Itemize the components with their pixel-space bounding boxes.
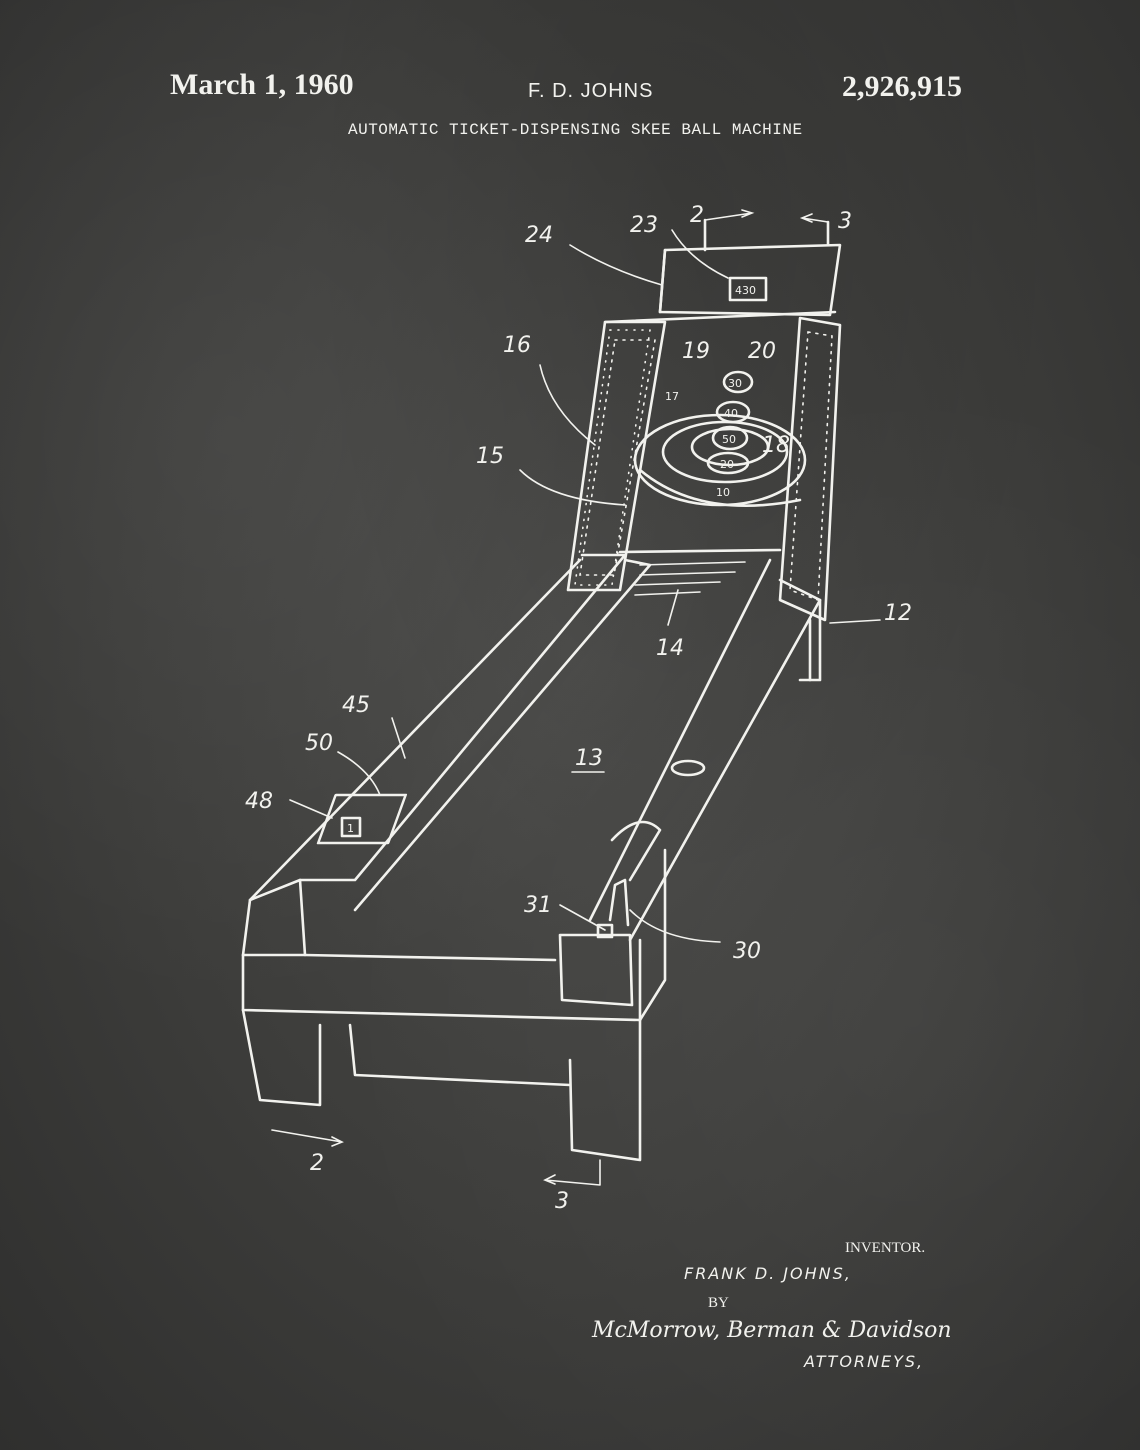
patent-title: AUTOMATIC TICKET-DISPENSING SKEE BALL MA…: [348, 121, 803, 139]
ref-label-50: 50: [305, 731, 333, 756]
ticket-counter-value: 1: [347, 822, 354, 835]
ring-label-50: 50: [722, 433, 736, 446]
ticket-counter: 1: [316, 793, 408, 845]
ref-label-15: 15: [476, 444, 504, 469]
ring-label-10: 10: [716, 486, 730, 499]
ref-label-14: 14: [656, 636, 684, 661]
leader-lines: [271, 209, 881, 1186]
ref-label-12: 12: [884, 601, 912, 626]
ring-label-40: 40: [724, 407, 738, 420]
side-wall-left: [566, 320, 667, 592]
inventor-name: FRANK D. JOHNS,: [684, 1264, 852, 1283]
ref-label-17: 17: [665, 390, 679, 403]
ramp-hump: [618, 548, 782, 596]
ref-label-23: 23: [630, 213, 658, 238]
ref-label-2-top: 2: [690, 203, 704, 228]
side-wall-right: [778, 316, 842, 622]
ref-label-24: 24: [525, 223, 553, 248]
ring-label-20: 20: [720, 458, 734, 471]
lane-body: [248, 553, 822, 942]
ref-label-2-bottom: 2: [310, 1151, 324, 1176]
score-display: 430: [735, 284, 756, 297]
ref-label-18: 18: [762, 433, 790, 458]
ref-label-45: 45: [342, 693, 370, 718]
ref-label-16: 16: [503, 333, 531, 358]
ref-label-48: 48: [245, 789, 273, 814]
front-end: [241, 848, 667, 1162]
inventor-label: INVENTOR.: [845, 1240, 926, 1256]
inventor-header: F. D. JOHNS: [528, 80, 654, 102]
ref-label-19: 19: [682, 339, 710, 364]
patent-date: March 1, 1960: [170, 68, 354, 101]
back-panel: 430: [658, 218, 842, 317]
attorneys-label: ATTORNEYS,: [804, 1352, 925, 1371]
ref-label-31: 31: [524, 893, 552, 918]
ref-label-30: 30: [733, 939, 761, 964]
ref-label-20: 20: [748, 339, 776, 364]
ticket-dispenser: [596, 878, 630, 939]
ring-label-30: 30: [728, 377, 742, 390]
patent-number: 2,926,915: [842, 70, 962, 103]
by-label: BY: [708, 1295, 729, 1311]
ref-label-3-top: 3: [838, 209, 852, 234]
attorneys-signature: McMorrow, Berman & Davidson: [592, 1318, 952, 1343]
reference-numerals: 2 3 23 24 16 19 20 17 18 15 12 14 45 50 …: [245, 203, 912, 1214]
target-rings: 30 40 50 20 10: [633, 370, 807, 508]
ref-label-13: 13: [575, 746, 603, 771]
ref-label-3-bottom: 3: [555, 1189, 569, 1214]
